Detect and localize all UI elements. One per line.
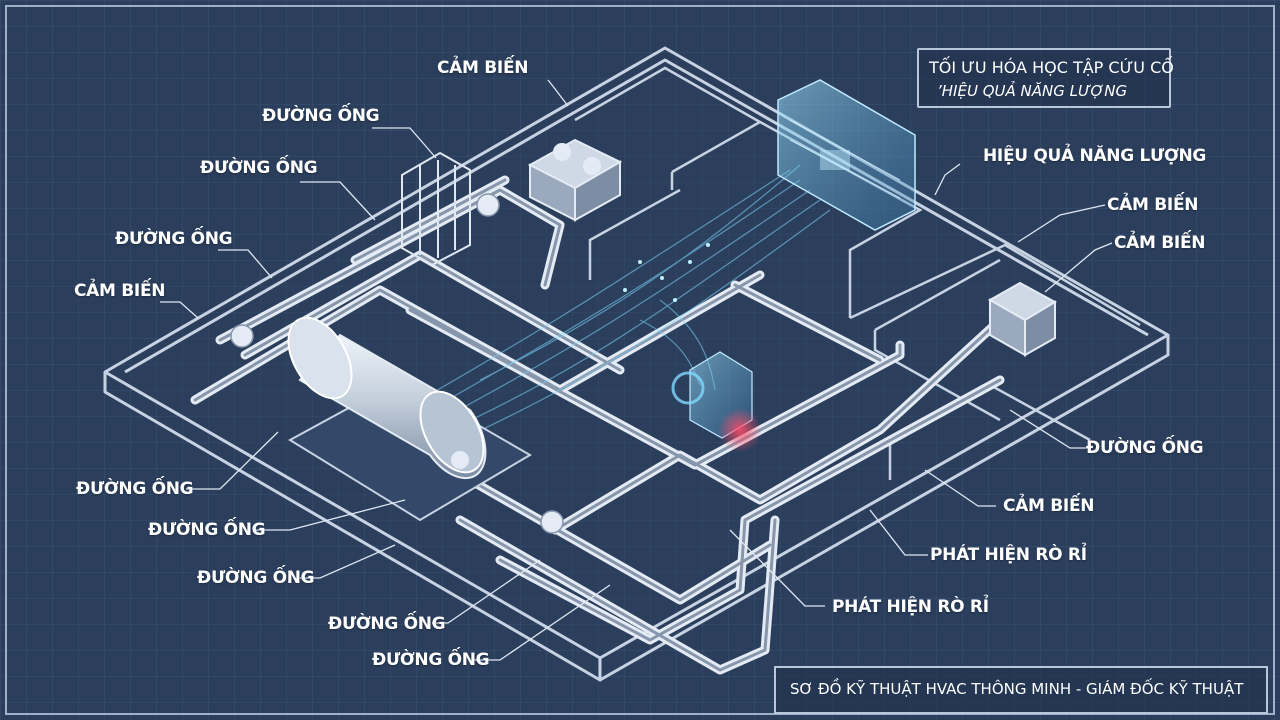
label-pipe-bottom-5: ĐƯỜNG ỐNG: [372, 650, 490, 670]
leader-lines: [160, 79, 1113, 661]
title-line-1: TỐI ƯU HÓA HỌC TẬP CỨU CỐ: [929, 58, 1174, 77]
energy-dashboard-hologram: [777, 79, 916, 231]
frame-border: [5, 5, 1275, 715]
leak-indicator: [718, 408, 762, 452]
label-pipe-right: ĐƯỜNG ỐNG: [1086, 438, 1204, 458]
footer-caption: SƠ ĐỒ KỸ THUẬT HVAC THÔNG MINH - GIÁM ĐỐ…: [790, 680, 1244, 698]
label-leak-1: PHÁT HIỆN RÒ RỈ: [930, 545, 1087, 565]
air-handler-cylinder: [287, 316, 532, 522]
label-top-sensor: CẢM BIẾN: [437, 58, 529, 78]
vertical-rack: [401, 151, 471, 267]
right-unit: [987, 281, 1058, 357]
label-pipe-bottom-4: ĐƯỜNG ỐNG: [328, 614, 446, 634]
label-pipe-1: ĐƯỜNG ỐNG: [262, 106, 380, 126]
label-sensor-right-2: CẢM BIẾN: [1114, 233, 1206, 253]
title-line-2: ’HIỆU QUẢ NĂNG LƯỢNG: [937, 82, 1128, 100]
label-pipe-bottom-3: ĐƯỜNG ỐNG: [197, 568, 315, 588]
label-energy-efficiency: HIỆU QUẢ NĂNG LƯỢNG: [983, 146, 1207, 166]
pipe-network: [190, 175, 1005, 675]
label-pipe-bottom-1: ĐƯỜNG ỐNG: [76, 479, 194, 499]
condenser-unit: [527, 138, 623, 222]
label-sensor-left: CẢM BIẾN: [74, 281, 166, 301]
footer-caption-box: SƠ ĐỒ KỸ THUẬT HVAC THÔNG MINH - GIÁM ĐỐ…: [774, 666, 1268, 714]
data-nodes: [623, 243, 710, 302]
data-flow-streams: [419, 164, 831, 441]
label-leak-2: PHÁT HIỆN RÒ RỈ: [832, 597, 989, 617]
label-pipe-2: ĐƯỜNG ỐNG: [200, 158, 318, 178]
label-sensor-right-3: CẢM BIẾN: [1003, 496, 1095, 516]
label-pipe-3: ĐƯỜNG ỐNG: [115, 229, 233, 249]
title-box: TỐI ƯU HÓA HỌC TẬP CỨU CỐ ’HIỆU QUẢ NĂNG…: [917, 48, 1174, 108]
label-pipe-bottom-2: ĐƯỜNG ỐNG: [148, 520, 266, 540]
valves: [230, 193, 564, 534]
label-sensor-right-1: CẢM BIẾN: [1107, 195, 1199, 215]
